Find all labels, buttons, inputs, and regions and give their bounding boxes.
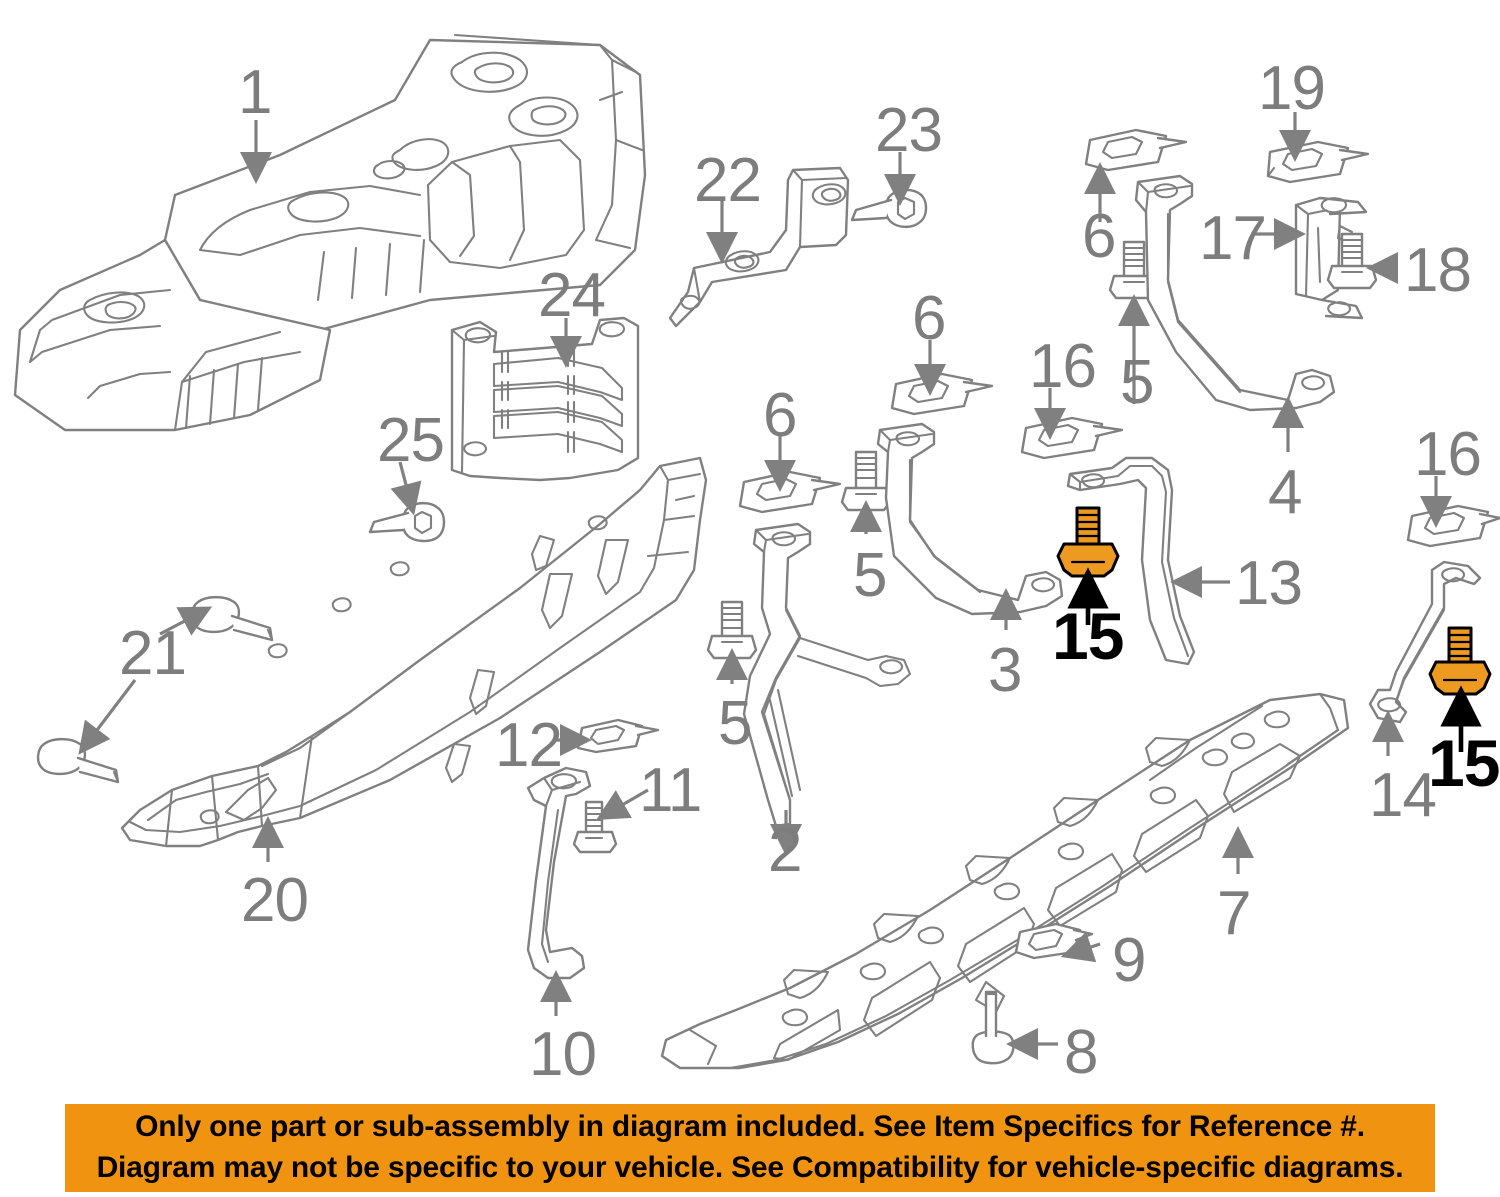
part-strap-bolt-15a-highlighted (1056, 506, 1120, 578)
part-strap-nut-clip-16b (1406, 504, 1500, 548)
callout-8: 8 (1064, 1018, 1098, 1087)
callout-14: 14 (1369, 761, 1437, 830)
callout-15-a: 15 (1052, 599, 1124, 673)
part-heat-shield-front (120, 456, 708, 848)
disclaimer-line-1: Only one part or sub-assembly in diagram… (135, 1110, 1365, 1144)
disclaimer-line-2: Diagram may not be specific to your vehi… (96, 1151, 1404, 1184)
callout-4: 4 (1268, 458, 1302, 527)
part-strap-bolt-5c (706, 600, 758, 660)
part-mounting-bracket-clip (1266, 140, 1370, 184)
part-heat-shield-pin-lower (36, 737, 120, 784)
callout-15-b: 15 (1428, 726, 1500, 800)
part-mounting-bracket-bolt (1326, 232, 1378, 290)
callout-22: 22 (694, 146, 762, 215)
part-strap-bolt-15b-highlighted (1428, 626, 1492, 696)
part-strap-nut-clip-6c (738, 470, 842, 514)
callout-10: 10 (529, 1020, 597, 1089)
callout-23: 23 (875, 96, 943, 165)
part-fuel-tank-strap-front (1066, 456, 1196, 666)
part-fuel-tank-strap-rear (1134, 174, 1336, 412)
part-strap-nut-clip-16a (1020, 416, 1124, 460)
callout-2: 2 (768, 816, 802, 885)
part-support-bracket-clip (576, 718, 660, 754)
part-fuel-tank (13, 33, 647, 432)
part-support-bracket-bolt (572, 800, 618, 854)
part-heat-shield-screw (368, 501, 446, 543)
part-fuel-tank-heat-shield (450, 316, 640, 482)
callout-16-a: 16 (1029, 332, 1097, 401)
part-strap-nut-clip-6b (890, 372, 994, 416)
callout-7: 7 (1217, 879, 1251, 948)
part-fuel-tank-strap-small (1368, 560, 1482, 724)
callout-21: 21 (119, 619, 187, 688)
part-skid-plate-pin (971, 990, 1015, 1065)
callout-12: 12 (495, 711, 563, 780)
part-strap-bolt-5b (840, 450, 892, 512)
callout-3: 3 (988, 636, 1022, 705)
disclaimer-banner: Only one part or sub-assembly in diagram… (65, 1104, 1435, 1192)
callout-16-b: 16 (1414, 420, 1482, 489)
part-filler-neck-bracket-bolt (850, 188, 928, 229)
callout-9: 9 (1112, 926, 1146, 995)
callout-1: 1 (238, 58, 272, 127)
callout-24: 24 (538, 261, 606, 330)
callout-18: 18 (1404, 236, 1472, 305)
callout-6-b: 6 (912, 284, 946, 353)
callout-6-a: 6 (1082, 202, 1116, 271)
part-fuel-tank-strap-left (742, 522, 912, 828)
callout-6-c: 6 (763, 381, 797, 450)
part-heat-shield-pin-upper (190, 595, 274, 642)
callout-5-b: 5 (853, 541, 887, 610)
callout-5-a: 5 (1120, 348, 1154, 417)
callout-5-c: 5 (718, 689, 752, 758)
part-strap-nut-clip-6a (1084, 128, 1188, 172)
callout-19: 19 (1258, 54, 1326, 123)
part-support-bracket (526, 766, 592, 980)
callout-17: 17 (1199, 204, 1267, 273)
callout-13: 13 (1235, 549, 1303, 618)
callout-11: 11 (639, 756, 702, 825)
part-skid-plate (660, 692, 1350, 1070)
part-fuel-tank-strap-right (876, 422, 1064, 616)
leader-lines (78, 112, 1482, 1060)
callout-25: 25 (377, 406, 445, 475)
callout-20: 20 (241, 866, 309, 935)
